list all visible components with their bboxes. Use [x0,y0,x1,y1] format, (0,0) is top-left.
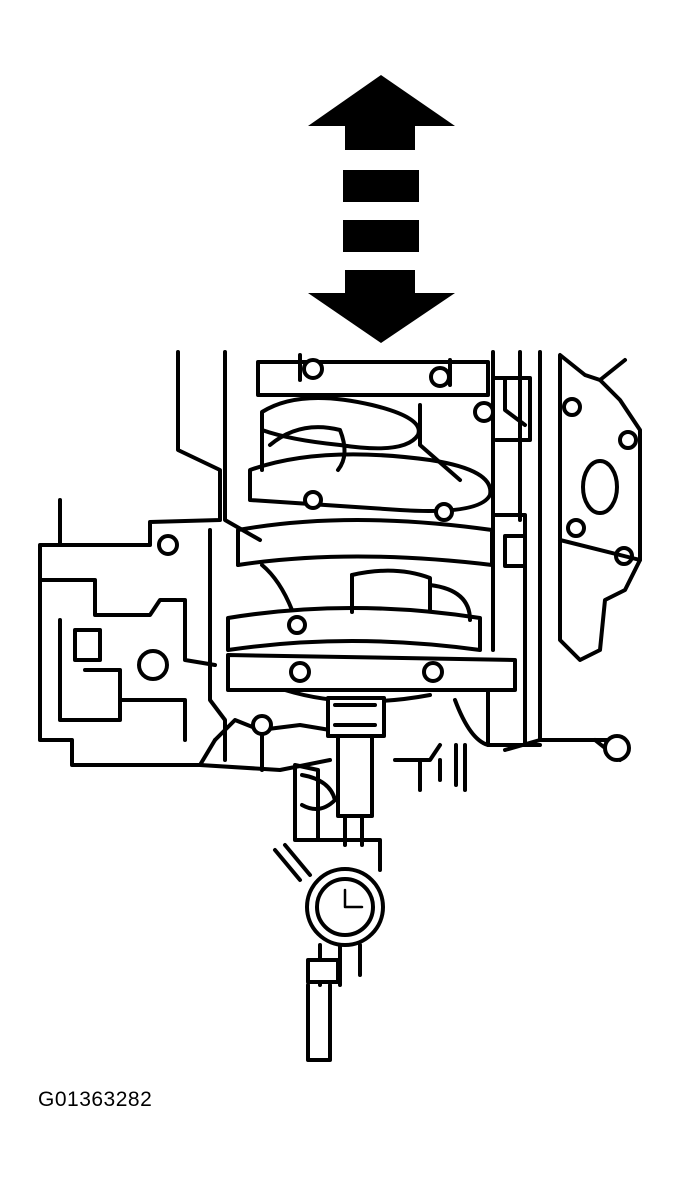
engine-block-drawing [38,350,642,792]
figure-code-label: G01363282 [38,1088,153,1111]
dial-indicator-icon [273,696,386,1062]
double-headed-vertical-arrow-icon [308,75,455,343]
